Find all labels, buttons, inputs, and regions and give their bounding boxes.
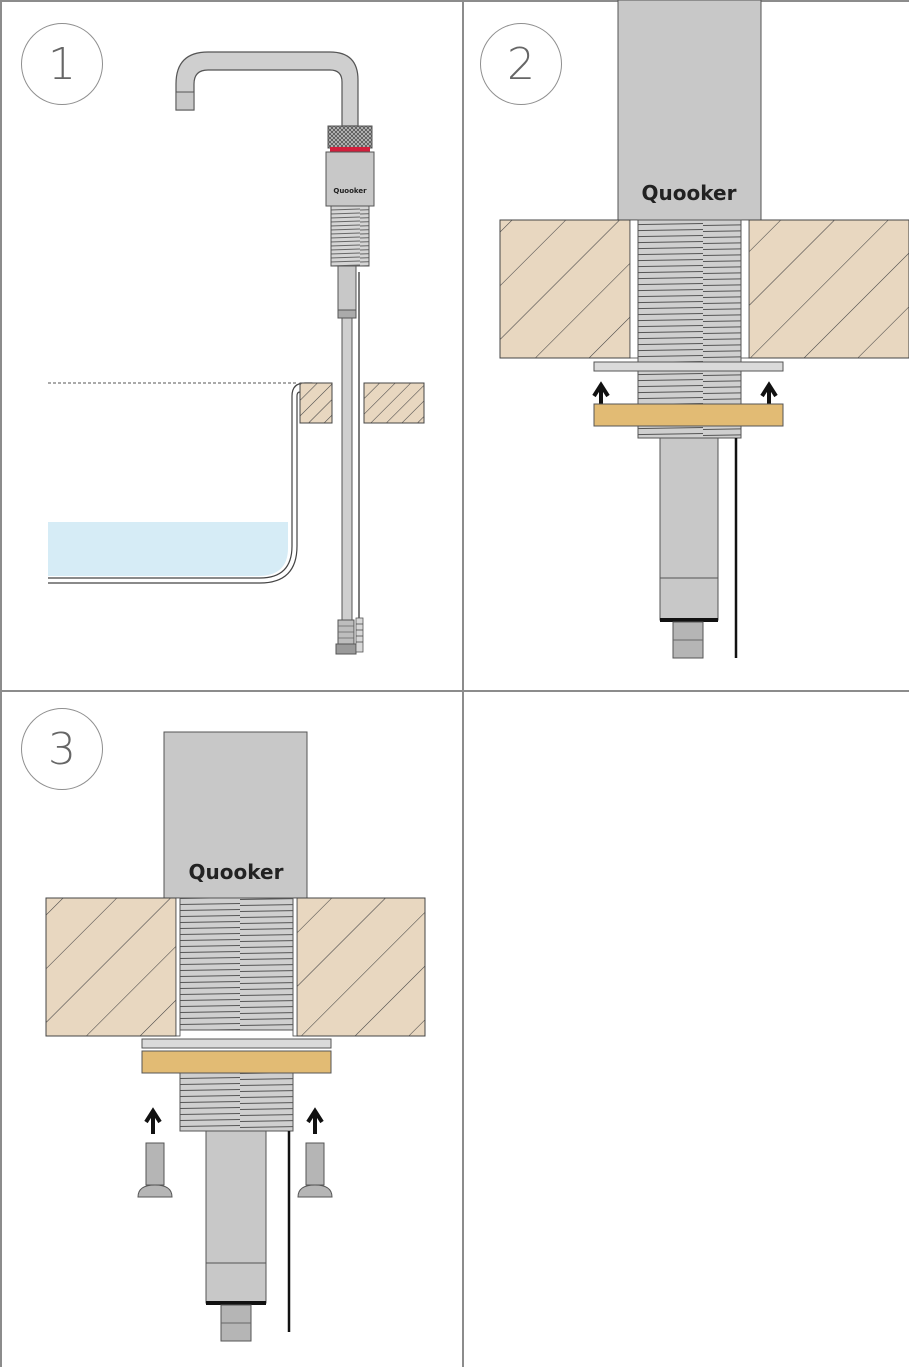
step-3-number: 3 [48,723,76,775]
countertop-right [296,897,426,1037]
step-3-badge: 3 [21,708,103,790]
metal-washer [593,361,784,372]
wooden-washer [593,403,784,427]
threaded-shank [179,897,294,1031]
countertop-left [299,382,333,424]
step-3-illustration: Quooker [45,731,426,1342]
threaded-shank [330,205,370,267]
tap-spout [175,51,359,127]
tap-body [325,151,375,207]
threaded-shank [637,219,742,439]
step-2-illustration: Quooker [499,0,909,659]
up-arrow-icon [306,1107,324,1134]
tap-body [617,0,762,221]
metal-washer [141,1038,332,1049]
red-indicator-ring [330,147,370,153]
step-3-panel: Quooker [0,692,462,1367]
empty-panel [463,692,909,1367]
grid-line-middle-horizontal [0,690,909,692]
step-1-illustration: Quooker [48,51,425,655]
grid-line-top [0,0,909,2]
countertop-right [748,219,909,359]
step-2-badge: 2 [480,23,562,105]
countertop-left [45,897,177,1037]
step-2-panel: Quooker [463,0,909,691]
step-2-number: 2 [507,38,535,90]
step-1-panel: Quooker 1 [0,0,462,691]
wooden-washer [141,1050,332,1074]
countertop-right [363,382,425,424]
threaded-shank-lower [179,1072,294,1132]
lower-tube [205,1130,267,1264]
step-1-number: 1 [48,38,76,90]
step-1-badge: 1 [21,23,103,105]
tube-collar [337,309,357,319]
up-arrow-icon [144,1107,162,1134]
up-arrow-icon [592,381,610,405]
supply-hose [341,317,353,621]
bolt-icon [297,1142,333,1198]
tube-lower-section [659,577,719,621]
lower-tube [337,265,357,313]
grid-line-left [0,0,2,1367]
tap-brand-label: Quooker [189,860,284,884]
tap-brand-label: Quooker [642,181,737,205]
cable-connector [355,617,364,653]
spout-tip [175,91,195,111]
tube-lower-section [205,1262,267,1304]
tap-body [163,731,308,899]
lower-tube [659,437,719,579]
knurled-ring [327,125,373,149]
up-arrow-icon [760,381,778,405]
grid-line-middle-vertical [462,0,464,1367]
sink-water [48,522,288,576]
bolt-icon [137,1142,173,1198]
hose-nut [335,643,357,655]
countertop-left [499,219,631,359]
tap-brand-label: Quooker [333,187,367,195]
